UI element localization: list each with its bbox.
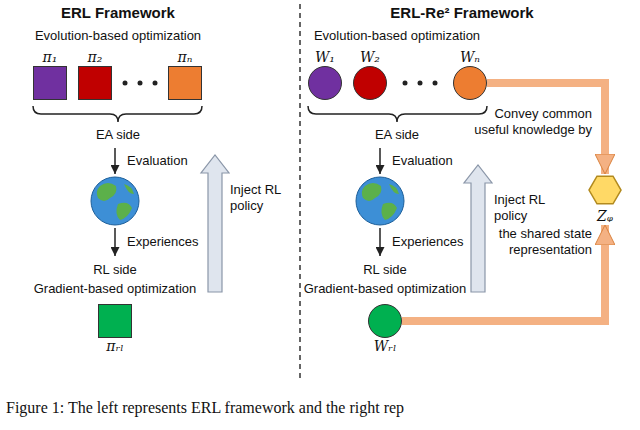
symbol-label: W₂: [360, 49, 380, 66]
circle-shape: [353, 66, 387, 100]
policy-circle: Wₙ: [453, 49, 487, 100]
annotation-label: Evaluation: [392, 153, 464, 169]
annotation-label: Evolution-based optimization: [282, 28, 512, 44]
symbol-label: Wᵣₗ: [374, 338, 397, 355]
symbol-label: π₂: [88, 49, 103, 66]
inject-arrow: [201, 155, 229, 292]
globe-icon: [356, 177, 404, 225]
square-shape: [98, 304, 132, 338]
flow-arrow: [379, 148, 381, 174]
annotation-label: the shared state representation: [482, 226, 592, 258]
annotation-label: Gradient-based optimization: [295, 281, 475, 297]
inject-arrow: [464, 165, 492, 292]
circle-shape: [368, 304, 402, 338]
figure-caption: Figure 1: The left represents ERL framew…: [6, 398, 404, 418]
annotation-label: Experiences: [127, 234, 207, 250]
symbol-label: πₙ: [178, 49, 193, 66]
annotation-label: RL side: [325, 262, 445, 278]
brace: [33, 106, 202, 122]
policy-box: πₙ: [168, 49, 202, 100]
flow-arrow: [114, 228, 116, 256]
symbol-label: πᵣₗ: [106, 338, 123, 355]
symbol-label: Wₙ: [460, 49, 480, 66]
hexagon-shape: [587, 172, 623, 208]
panel-title: ERL Framework: [8, 4, 228, 22]
annotation-label: Convey common useful knowledge by: [474, 106, 592, 138]
separator-line: [299, 4, 301, 380]
policy-circle: Wᵣₗ: [368, 304, 402, 355]
annotation-label: Evolution-based optimization: [3, 28, 233, 44]
annotation-label: Experiences: [392, 234, 468, 250]
symbol-label: π₁: [43, 49, 58, 66]
annotation-label: EA side: [58, 127, 178, 143]
panel-title: ERL-Re² Framework: [352, 4, 572, 22]
square-shape: [78, 66, 112, 100]
annotation-label: Gradient-based optimization: [15, 281, 215, 297]
policy-box: π₁: [33, 49, 67, 100]
flow-arrow: [379, 228, 381, 256]
annotation-label: Evaluation: [127, 153, 207, 169]
flow-arrow: [114, 148, 116, 174]
square-shape: [33, 66, 67, 100]
hexagon-outline: [587, 172, 623, 208]
symbol-label: Zᵩ: [597, 208, 613, 225]
square-shape: [168, 66, 202, 100]
circle-shape: [308, 66, 342, 100]
policy-circle: W₁: [308, 49, 342, 100]
brace: [308, 106, 487, 122]
policy-circle: W₂: [353, 49, 387, 100]
representation-hexagon: Zᵩ: [587, 172, 623, 225]
annotation-label: Inject RL policy: [494, 192, 558, 224]
annotation-label: Inject RL policy: [230, 182, 294, 214]
annotation-label: RL side: [55, 262, 175, 278]
circle-shape: [453, 66, 487, 100]
annotation-label: EA side: [337, 127, 457, 143]
policy-box: πᵣₗ: [98, 304, 132, 355]
globe-icon: [91, 177, 139, 225]
policy-box: π₂: [78, 49, 112, 100]
symbol-label: W₁: [315, 49, 335, 66]
